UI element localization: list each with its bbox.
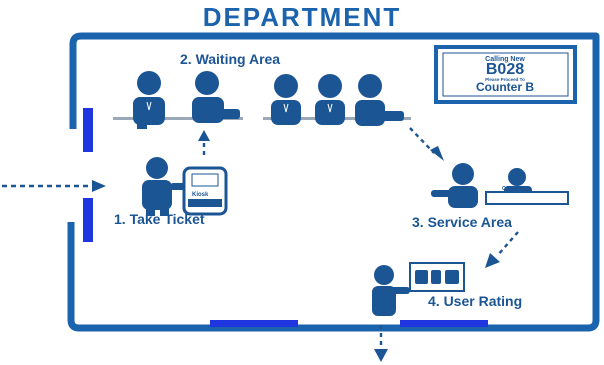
page-title: DEPARTMENT [202, 2, 402, 32]
entry-arrow [2, 180, 106, 192]
user-rating-figure [372, 262, 465, 316]
exit-arrow [374, 325, 388, 362]
step-waiting-area-label: 2. Waiting Area [180, 51, 281, 67]
kiosk-label: Kiosk [192, 192, 209, 198]
entrance-door-lower [83, 198, 93, 242]
sign-proceed-text: Please Proceed To [485, 77, 525, 82]
arrow-to-waiting [198, 130, 210, 155]
service-counter-figure [431, 163, 569, 208]
step-user-rating-label: 4. User Rating [428, 293, 523, 309]
sign-calling-text: Calling New [485, 56, 525, 63]
doors [83, 108, 488, 327]
step-take-ticket-label: 1. Take Ticket [114, 211, 205, 227]
waiting-area-figures [113, 71, 411, 129]
exit-door [400, 320, 488, 327]
arrow-to-rating [485, 231, 519, 268]
sign-ticket-number: B028 [485, 61, 525, 78]
sign-counter-name: Counter B [476, 80, 534, 94]
calling-sign [434, 45, 577, 104]
arrow-to-service [409, 127, 444, 161]
step-service-area-label: 3. Service Area [412, 214, 512, 230]
door-bottom-left [210, 320, 298, 327]
counter-label: Counter [502, 186, 522, 192]
flow-arrows [2, 127, 519, 362]
entrance-door-upper [83, 108, 93, 152]
room-walls [67, 32, 600, 332]
kiosk-figure [142, 157, 228, 216]
